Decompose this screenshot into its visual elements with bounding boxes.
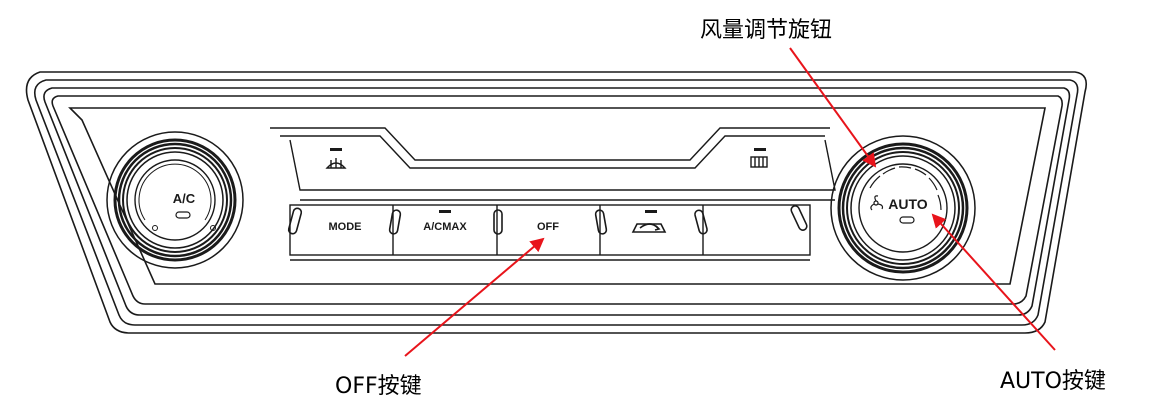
mode-label: MODE [329,221,362,233]
auto-indicator [899,216,915,224]
fan-knob-callout: 风量调节旋钮 [700,18,833,43]
left-knob-label: A/C [173,191,196,206]
off-button[interactable]: OFF [537,221,559,233]
auto-button-callout: AUTO按键 [1000,369,1106,394]
callout-arrows [404,47,1056,357]
outer-bezel [25,71,1088,334]
knob-arrow [789,47,877,168]
recirculation-button[interactable] [631,210,667,233]
button-dividers [287,205,808,235]
fan-speed-scale [869,166,942,211]
auto-arrow [931,213,1056,351]
left-knob[interactable]: A/C [106,131,244,269]
right-knob[interactable]: AUTO [830,135,976,281]
front-defrost-icon [325,158,347,169]
mode-button[interactable]: MODE [329,221,362,233]
off-label: OFF [537,221,559,233]
ac-max-button[interactable]: A/CMAX [423,210,467,233]
ac-max-label: A/CMAX [423,221,467,233]
button-row [289,204,811,261]
fan-icon [870,195,884,211]
air-recirculation-icon [631,223,667,233]
rear-defrost-icon [750,156,768,168]
top-trim [270,127,836,201]
auto-label: AUTO [888,196,928,212]
off-button-callout: OFF按键 [335,374,422,399]
rear-defrost-button[interactable] [750,148,768,168]
ac-indicator [175,211,191,219]
front-defrost-button[interactable] [325,148,347,169]
off-arrow [404,237,545,357]
